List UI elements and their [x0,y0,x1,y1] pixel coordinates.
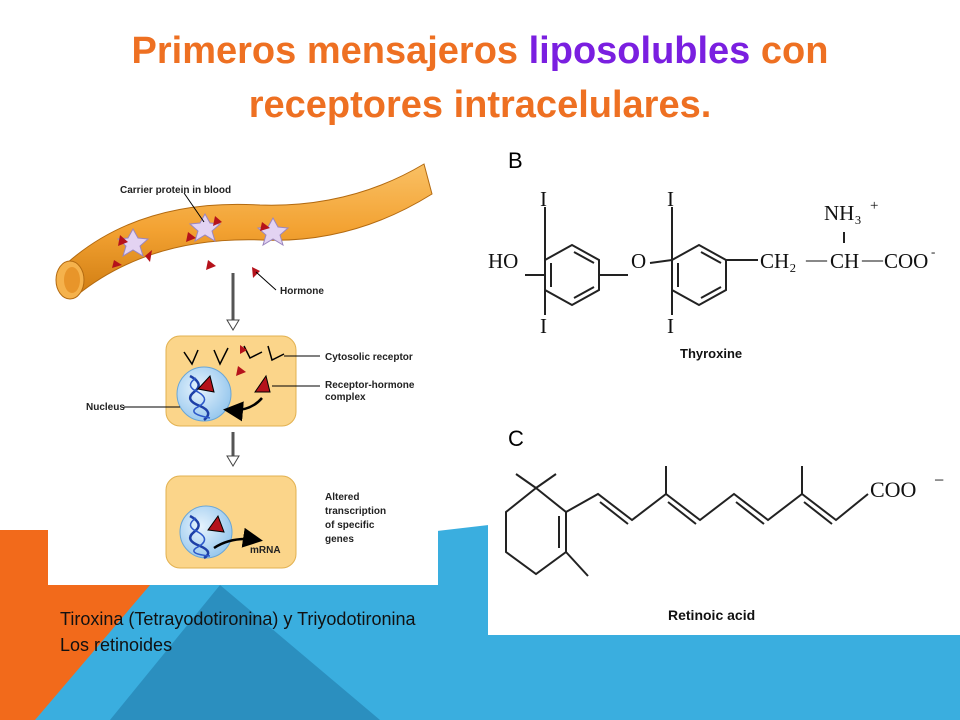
group-coo: COO [884,249,928,273]
hormone-label-line [255,271,277,291]
receptor-hormone-2 [236,366,246,376]
arrow-down-2-head [226,455,240,467]
dna-1b [189,377,211,419]
dna-2 [188,514,210,560]
bond-dash-1: — [805,247,828,271]
complex-1 [254,374,271,393]
title-part-1: Primeros mensajeros [131,30,529,72]
carrier-label-line [183,192,205,223]
caption: Tiroxina (Tetrayodotironina) y Triyodoti… [60,606,416,658]
altered-label-4: genes [325,534,354,545]
hormone-3 [186,232,196,242]
complex-on-dna [207,514,225,533]
complex-label-1: Receptor-hormone [325,380,415,391]
retinoic-acid-structure [505,466,869,577]
caption-line-2: Los retinoides [60,635,173,655]
cytosolic-receptor-2 [213,347,229,366]
group-ch: CH [830,249,859,273]
hormone-label: Hormone [280,286,324,297]
slide-title: Primeros mensajeros liposolubles con rec… [20,24,940,132]
retinoic-coo: COO [870,477,916,502]
hormone-4 [213,216,222,226]
retinoic-chain [565,492,869,522]
methyl-1 [515,473,537,489]
atom-ho: HO [488,249,518,273]
methyl-2 [535,473,557,489]
charge-plus: + [870,198,878,214]
nucleus-1 [176,366,232,422]
title-part-2: con [750,30,829,72]
altered-label-1: Altered [325,492,359,503]
hormone-6 [206,260,216,270]
altered-label-2: transcription [325,506,386,517]
vessel-lumen [64,267,80,293]
carrier-label: Carrier protein in blood [120,185,231,196]
ring-2-double-3 [700,286,722,299]
diagram-a: Carrier protein in blood Hormone Cytos [55,163,433,569]
mrna-label: mRNA [250,545,281,556]
chain-double-1 [599,501,629,525]
thyroxine-ring-2 [671,243,727,307]
atom-i-3: I [667,187,674,211]
decor-dark-blue-wedge [110,585,380,720]
nucleus-label: Nucleus [86,402,125,413]
retinoic-ring [505,486,567,576]
thyroxine-ring-1 [544,243,600,307]
chain-double-3 [735,501,765,525]
cytosolic-label: Cytosolic receptor [325,352,413,363]
complex-label-2: complex [325,392,366,403]
cytosolic-receptor-1 [183,349,199,366]
hormone-1 [118,235,128,246]
group-ch2: CH₂ [760,249,797,273]
chain-double-2 [667,501,697,525]
decor-orange-wedge [0,530,150,720]
receptor-hormone-1 [240,345,247,354]
ring-1-double-3 [573,286,595,299]
atom-i-4: I [667,314,674,338]
atom-i-1: I [540,187,547,211]
thyroxine-labels: I I I I HO O CH₂ — CH — COO NH₃ + - Thyr… [488,187,935,361]
title-highlight: liposolubles [528,30,751,72]
complex-nucleus [197,374,215,393]
panel-letter-b: B [508,148,523,173]
blood-vessel [65,163,433,297]
retinoic-name: Retinoic acid [668,607,755,623]
title-line-1: Primeros mensajeros liposolubles con [20,24,940,78]
methyl-3 [565,551,589,577]
dna-1 [188,374,210,421]
hormone-8 [112,260,122,268]
retinoic-labels: COO − Retinoic acid [668,470,944,623]
atom-i-2: I [540,314,547,338]
hormone-5 [260,222,270,231]
caption-line-1: Tiroxina (Tetrayodotironina) y Triyodoti… [60,609,416,629]
bond-dash-2: — [861,247,884,271]
charge-minus-b: - [931,244,935,259]
panel-letter-c: C [508,426,524,451]
title-line-2: receptores intracelulares. [248,84,712,126]
retinoic-charge: − [934,470,944,490]
ring-1-double-2 [573,251,595,264]
arrow-down-1-head [226,319,240,331]
altered-label-3: of specific [325,520,375,531]
atom-o: O [631,249,646,273]
dna-2b [189,517,211,557]
chain-double-4 [803,501,833,525]
group-nh3: NH₃ [824,201,862,225]
mrna-arrow [213,527,263,550]
thyroxine-name: Thyroxine [680,346,742,361]
complex-entry-arrow [223,397,263,422]
bond-o-right [649,259,673,264]
hormone-2 [145,250,152,262]
ring-2-double-2 [700,251,722,264]
cytosolic-receptor-4 [267,345,285,362]
thyroxine-structure [525,207,845,315]
